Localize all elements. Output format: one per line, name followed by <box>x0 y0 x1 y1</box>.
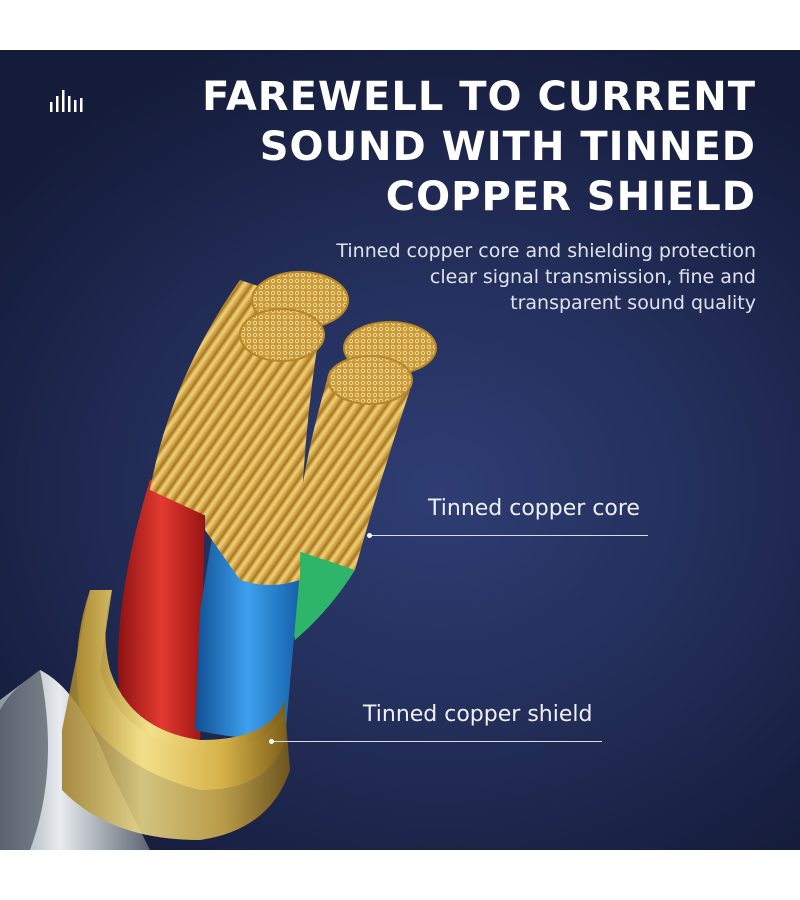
core-callout-dot <box>367 533 372 538</box>
core-callout-line <box>370 535 648 536</box>
subtext-line-3: transparent sound quality <box>510 292 756 314</box>
subtext: Tinned copper core and shielding protect… <box>196 238 756 316</box>
headline-line-3: COPPER SHIELD <box>385 174 756 220</box>
headline-line-2: SOUND WITH TINNED <box>259 124 756 170</box>
subtext-line-1: Tinned copper core and shielding protect… <box>336 240 756 262</box>
subtext-line-2: clear signal transmission, fine and <box>429 266 756 288</box>
shield-callout-dot <box>269 739 274 744</box>
core-callout-label: Tinned copper core <box>428 496 640 521</box>
sound-wave-icon <box>50 90 83 112</box>
shield-callout-label: Tinned copper shield <box>363 702 593 727</box>
product-banner: FAREWELL TO CURRENT SOUND WITH TINNED CO… <box>0 50 800 850</box>
cable-cross-section-illustration <box>0 271 437 850</box>
headline: FAREWELL TO CURRENT SOUND WITH TINNED CO… <box>136 72 756 222</box>
headline-line-1: FAREWELL TO CURRENT <box>202 74 756 120</box>
shield-callout-line <box>272 741 602 742</box>
